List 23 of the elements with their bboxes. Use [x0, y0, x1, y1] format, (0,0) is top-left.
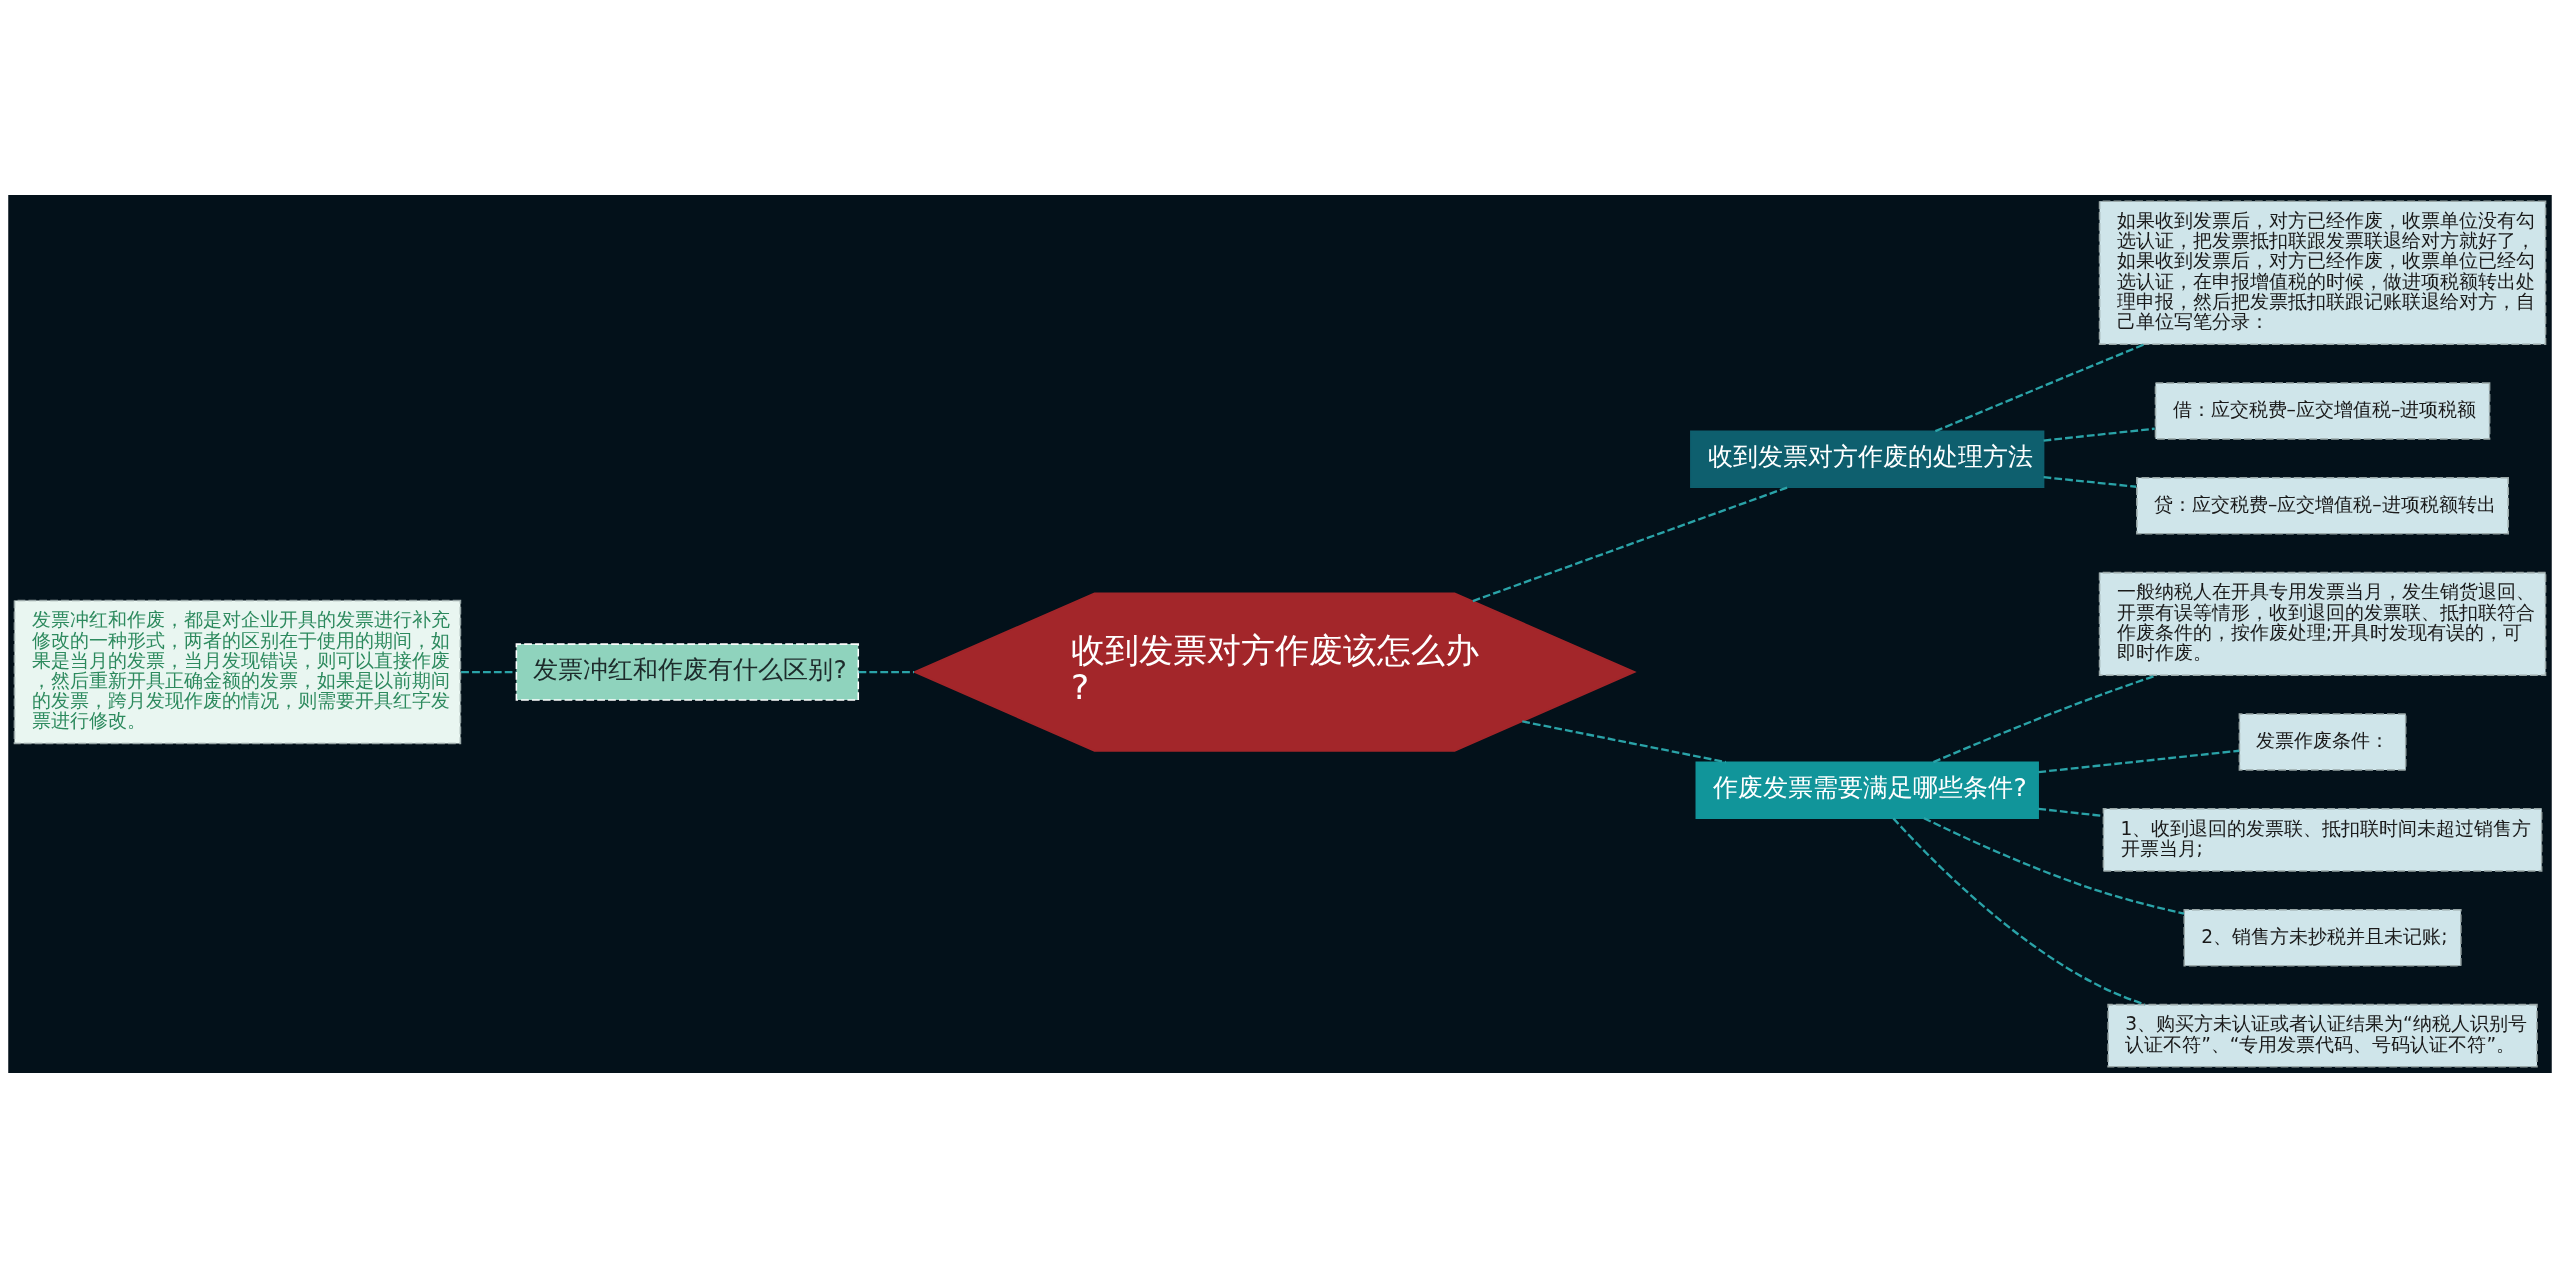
node-box: 2、销售方未抄税并且未记账;: [2183, 908, 2462, 967]
node-box: 3、购买方未认证或者认证结果为“纳税人识别号认证不符”、“专用发票代码、号码认证不符”。: [2107, 1003, 2538, 1068]
connector: [2043, 427, 2155, 442]
node-box: 贷：应交税费–应交增值税–进项税额转出: [2136, 476, 2509, 535]
connector: [1892, 817, 2146, 1006]
node-box: 作废发票需要满足哪些条件?: [1695, 760, 2039, 819]
node-box: 发票冲红和作废，都是对企业开具的发票进行补充修改的一种形式，两者的区别在于使用的期间，如果是当月的发票，当月发现错误，则可以直接作废，然后重新开具正确金额的发票，如果是以前期间的发票，跨月发现作废的情况，则需要开具红字发票进行修改。: [13, 599, 462, 744]
node-box: 发票作废条件：: [2238, 712, 2407, 771]
connector: [1522, 719, 1726, 763]
node-box: 一般纳税人在开具专用发票当月，发生销货退回、开票有误等情形，收到退回的发票联、抵扣联符合作废条件的，按作废处理;开具时发现有误的，可即时作废。: [2098, 571, 2547, 676]
connector: [461, 670, 516, 673]
connector: [858, 670, 915, 673]
node-box: 借：应交税费–应交增值税–进项税额: [2154, 381, 2491, 440]
connector: [2038, 749, 2240, 773]
node-box: 发票冲红和作废有什么区别?: [515, 642, 860, 701]
node-box: 收到发票对方作废的处理方法: [1690, 429, 2045, 488]
node-box: 如果收到发票后，对方已经作废，收票单位没有勾选认证，把发票抵扣联跟发票联退给对方就好了，如果收到发票后，对方已经作废，收票单位已经勾选认证，在申报增值税的时候，做进项税额转出处理申报，然后把发票抵扣联跟记账联退给对方，自己单位写笔分录：: [2098, 199, 2547, 345]
node-box: 1、收到退回的发票联、抵扣联时间未超过销售方开票当月;: [2102, 807, 2543, 872]
connector: [1923, 816, 2185, 915]
connector: [1932, 673, 2157, 763]
connector: [2043, 475, 2137, 488]
connector: [1472, 485, 1789, 602]
connector: [1934, 342, 2145, 432]
